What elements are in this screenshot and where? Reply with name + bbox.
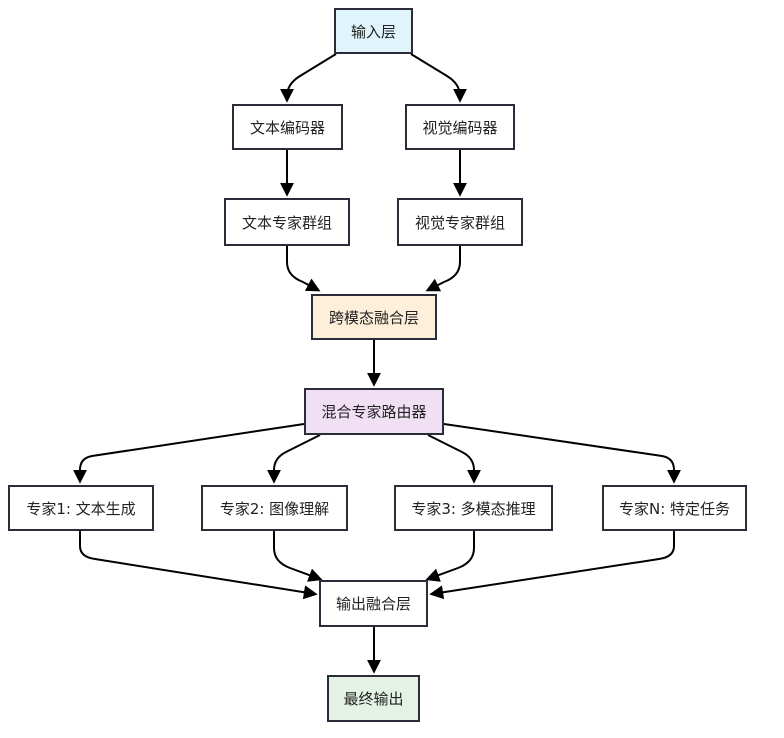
edge-text-experts-to-cross-modal	[286, 246, 321, 292]
node-expert-3: 专家3: 多模态推理	[394, 485, 553, 531]
edge-input-to-text-encoder	[280, 53, 337, 103]
edge-expert1-to-output-fusion	[79, 531, 318, 600]
node-expert-2: 专家2: 图像理解	[201, 485, 348, 531]
node-final-output: 最终输出	[327, 675, 420, 722]
edge-moe-router-to-expert3	[427, 434, 481, 484]
edge-vision-experts-to-cross-modal	[425, 246, 461, 292]
edge-moe-router-to-expert1	[73, 423, 305, 484]
edge-expertN-to-output-fusion	[429, 531, 675, 600]
node-text-expert-group: 文本专家群组	[224, 198, 350, 246]
edge-expert2-to-output-fusion	[273, 531, 323, 582]
edge-input-to-vision-encoder	[410, 53, 467, 103]
node-vision-encoder: 视觉编码器	[405, 104, 515, 150]
node-input-layer: 输入层	[334, 8, 413, 54]
node-expert-n: 专家N: 特定任务	[602, 485, 747, 531]
node-expert-1: 专家1: 文本生成	[8, 485, 154, 531]
node-vision-expert-group: 视觉专家群组	[397, 198, 523, 246]
node-text-encoder: 文本编码器	[232, 104, 343, 150]
edge-moe-router-to-expertN	[443, 423, 681, 484]
edge-moe-router-to-expert2	[267, 434, 321, 484]
node-moe-router: 混合专家路由器	[304, 388, 444, 435]
edge-expert3-to-output-fusion	[425, 531, 475, 582]
node-cross-modal-fusion: 跨模态融合层	[311, 294, 437, 340]
node-output-fusion: 输出融合层	[319, 580, 428, 627]
